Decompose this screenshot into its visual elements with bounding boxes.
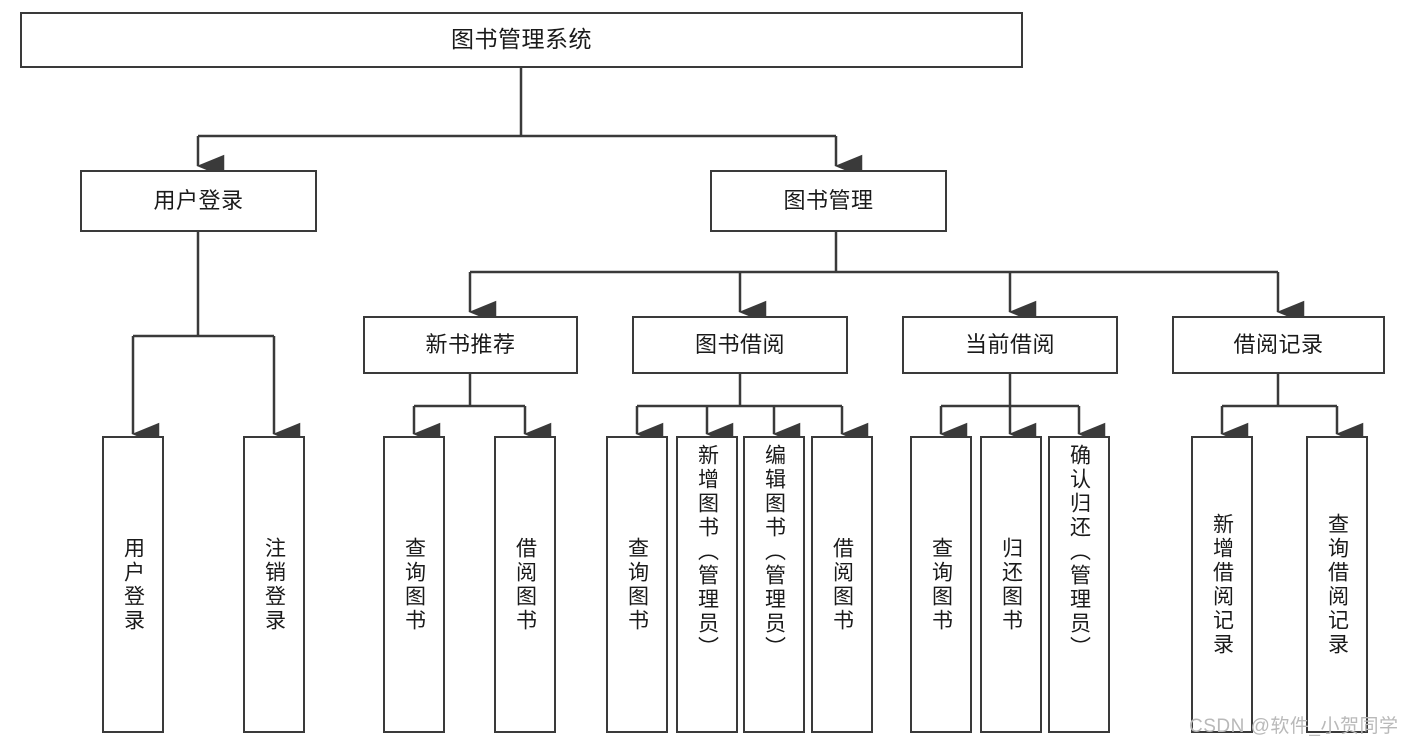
leaf-node-user-login[interactable]: 用户登录 (102, 436, 164, 733)
node-label: 当前借阅 (964, 331, 1055, 357)
node-label: 借阅图书 (513, 536, 537, 633)
node-label: 新增图书（管理员） (695, 444, 719, 660)
node-label: 图书借阅 (694, 331, 785, 357)
node-label: 归还图书 (999, 536, 1023, 633)
node-label: 注销登录 (262, 536, 286, 633)
node-label: 新书推荐 (425, 331, 516, 357)
leaf-node-return-book[interactable]: 归还图书 (980, 436, 1042, 733)
leaf-node-borrow-book[interactable]: 借阅图书 (811, 436, 873, 733)
node-label: 借阅图书 (830, 536, 854, 633)
leaf-node-query-borrow-record[interactable]: 查询借阅记录 (1306, 436, 1368, 733)
node-label: 编辑图书（管理员） (762, 444, 786, 660)
node-book-management[interactable]: 图书管理 (710, 170, 947, 232)
leaf-node-query-book-borrow[interactable]: 查询图书 (606, 436, 668, 733)
node-label: 查询借阅记录 (1325, 512, 1349, 657)
leaf-node-add-borrow-record[interactable]: 新增借阅记录 (1191, 436, 1253, 733)
node-label: 借阅记录 (1233, 331, 1324, 357)
node-label: 确认归还（管理员） (1067, 444, 1091, 660)
node-label: 新增借阅记录 (1210, 512, 1234, 657)
leaf-node-query-book-current[interactable]: 查询图书 (910, 436, 972, 733)
node-label: 图书管理系统 (451, 26, 592, 53)
node-root-book-management-system[interactable]: 图书管理系统 (20, 12, 1023, 68)
leaf-node-query-book-recommend[interactable]: 查询图书 (383, 436, 445, 733)
node-new-book-recommend[interactable]: 新书推荐 (363, 316, 578, 374)
leaf-node-add-book-admin[interactable]: 新增图书（管理员） (676, 436, 738, 733)
leaf-node-confirm-return-admin[interactable]: 确认归还（管理员） (1048, 436, 1110, 733)
node-current-borrow[interactable]: 当前借阅 (902, 316, 1118, 374)
leaf-node-logout-login[interactable]: 注销登录 (243, 436, 305, 733)
node-label: 用户登录 (153, 187, 244, 213)
node-label: 查询图书 (929, 536, 953, 633)
node-label: 查询图书 (402, 536, 426, 633)
node-book-borrow[interactable]: 图书借阅 (632, 316, 848, 374)
node-borrow-record[interactable]: 借阅记录 (1172, 316, 1385, 374)
node-label: 用户登录 (121, 536, 145, 633)
leaf-node-borrow-book-recommend[interactable]: 借阅图书 (494, 436, 556, 733)
node-label: 图书管理 (783, 187, 874, 213)
node-user-login[interactable]: 用户登录 (80, 170, 317, 232)
csdn-watermark: CSDN @软件_小贺同学 (1189, 716, 1399, 737)
leaf-node-edit-book-admin[interactable]: 编辑图书（管理员） (743, 436, 805, 733)
node-label: 查询图书 (625, 536, 649, 633)
